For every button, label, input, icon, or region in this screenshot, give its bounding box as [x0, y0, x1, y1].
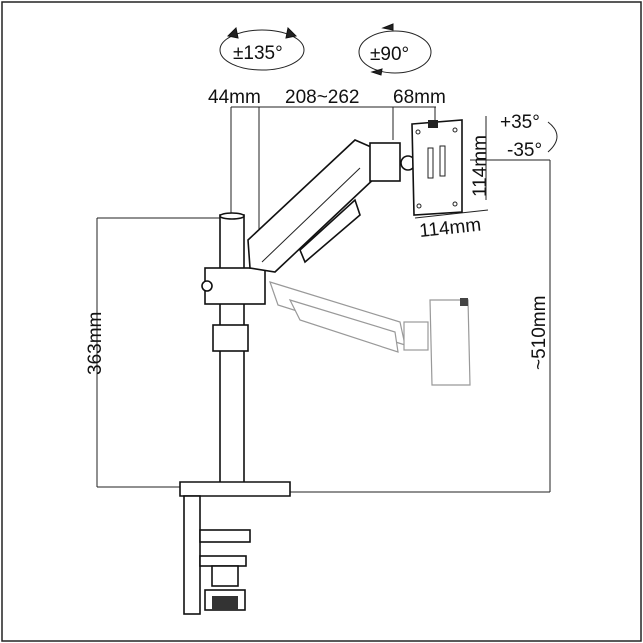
swivel-arm-label: ±135° [233, 43, 283, 64]
arrow-icon [381, 23, 394, 31]
arm-lowered-ghost [269, 281, 471, 386]
head-depth-label: 68mm [393, 87, 446, 108]
vesa-height-label: 114mm [470, 135, 491, 197]
arm-collar [204, 267, 266, 305]
vesa-plate [411, 119, 463, 216]
pole-diameter-label: 44mm [208, 87, 261, 108]
cable-clip [212, 324, 249, 352]
desk-clamp [179, 481, 291, 615]
tilt-down-label: -35° [507, 140, 542, 161]
top-dimension-lines [230, 106, 436, 235]
swivel-head-label: ±90° [370, 44, 409, 65]
main-arm [247, 139, 416, 273]
swivel-head-indicator: ±90° [358, 23, 432, 76]
arrow-icon [226, 26, 239, 39]
tilt-up-label: +35° [500, 112, 540, 133]
pole-height-label: 363mm [85, 312, 106, 375]
max-height-label: ~510mm [529, 296, 550, 370]
pole [201, 212, 266, 486]
vesa-width-label: 114mm [418, 215, 482, 242]
swivel-arm-indicator: ±135° [219, 26, 305, 71]
height-dimension-lines [96, 159, 551, 493]
arrow-icon [285, 26, 298, 39]
arrow-icon [370, 68, 383, 76]
tilt-arc [547, 121, 558, 153]
tilt-joint [369, 142, 401, 182]
arm-reach-label: 208~262 [285, 87, 360, 108]
